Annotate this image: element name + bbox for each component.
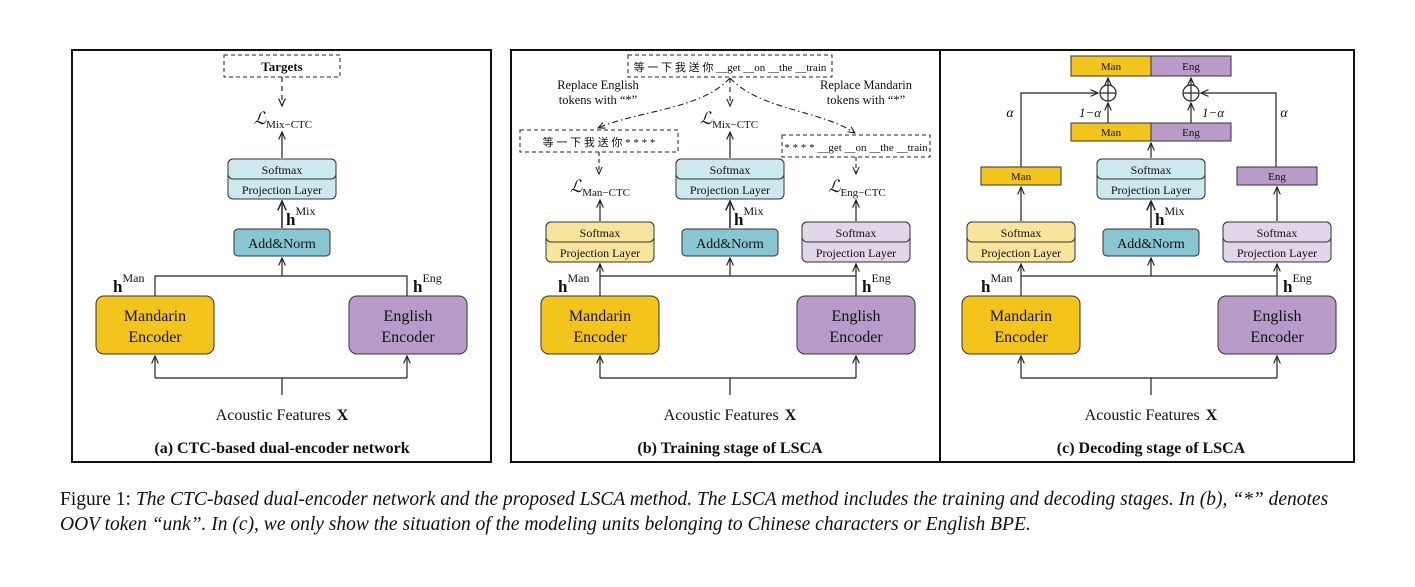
eng-output-bar (1236, 166, 1318, 186)
svg-text:Eng: Eng (1182, 61, 1200, 73)
svg-text:tokens with “*”: tokens with “*” (827, 93, 905, 107)
man-output-bar (980, 166, 1062, 186)
svg-text:Encoder: Encoder (829, 329, 883, 346)
svg-text:Softmax: Softmax (710, 163, 751, 177)
svg-text:Man: Man (1011, 171, 1032, 183)
caption-text: The CTC-based dual-encoder network and t… (60, 489, 1329, 535)
panel-c: Man Eng Man Eng 1−α 1−α α α Softmax Proj… (939, 49, 1355, 463)
english-encoder (348, 295, 468, 355)
h-man-c: hMan (981, 271, 1012, 296)
addnorm-label: Add&Norm (248, 237, 316, 252)
svg-text:Add&Norm: Add&Norm (1117, 237, 1185, 252)
addnorm-block (233, 228, 331, 257)
replace-mandarin-label: Replace Mandarin (820, 78, 913, 92)
mandarin-encoder (95, 295, 215, 355)
svg-text:Projection Layer: Projection Layer (560, 246, 640, 260)
svg-text:Encoder: Encoder (573, 329, 627, 346)
svg-text:Mandarin: Mandarin (124, 308, 186, 325)
h-man-b: hMan (558, 271, 589, 296)
svg-text:Projection Layer: Projection Layer (816, 246, 896, 260)
softmax-label: Softmax (262, 163, 303, 177)
h-man: hMan (113, 271, 144, 296)
panel-b-title: (b) Training stage of LSCA (637, 440, 823, 457)
svg-text:Mandarin: Mandarin (990, 308, 1052, 325)
replace-english-label: Replace English (557, 78, 639, 92)
svg-text:English: English (384, 308, 433, 325)
projection-label: Projection Layer (242, 183, 322, 197)
svg-text:Softmax: Softmax (836, 226, 877, 240)
addnorm-block-b (681, 228, 779, 257)
loss-mix-ctc: ℒMix−CTC (254, 109, 312, 131)
loss-mix-ctc-b: ℒMix−CTC (700, 109, 758, 131)
mandarin-encoder-b (540, 295, 660, 355)
panel-b: 等 一 下 我 送 你 __get __on __the __train Rep… (510, 49, 941, 463)
svg-text:Softmax: Softmax (1257, 226, 1298, 240)
h-mix-b: hMix (734, 204, 763, 229)
figure-caption: Figure 1: The CTC-based dual-encoder net… (60, 487, 1360, 537)
targets-label: Targets (261, 59, 302, 74)
svg-text:Encoder: Encoder (994, 329, 1048, 346)
h-eng-c: hEng (1283, 271, 1312, 296)
svg-text:tokens with “*”: tokens with “*” (559, 93, 637, 107)
svg-text:Projection Layer: Projection Layer (981, 246, 1061, 260)
panel-a-frame (71, 49, 492, 463)
svg-text:Projection Layer: Projection Layer (1237, 246, 1317, 260)
alpha-left: α (1006, 106, 1014, 121)
svg-text:Encoder: Encoder (1250, 329, 1304, 346)
loss-eng-ctc: ℒEng−CTC (828, 177, 886, 199)
svg-text:Softmax: Softmax (580, 226, 621, 240)
man-sequence: 等 一 下 我 送 你 * * * * (543, 135, 656, 149)
top-sequence-box (627, 54, 833, 78)
alpha-right: α (1280, 106, 1288, 121)
english-encoder-b (796, 295, 916, 355)
svg-text:Softmax: Softmax (1001, 226, 1042, 240)
mandarin-encoder-c (961, 295, 1081, 355)
svg-text:English: English (1253, 308, 1302, 325)
h-mix: hMix (286, 204, 315, 229)
svg-text:Encoder: Encoder (381, 329, 435, 346)
svg-text:Projection Layer: Projection Layer (1111, 183, 1191, 197)
top-eng-bar (1150, 55, 1232, 77)
panel-c-title: (c) Decoding stage of LSCA (1057, 440, 1246, 457)
svg-text:Encoder: Encoder (128, 329, 182, 346)
caption-label: Figure 1: (60, 489, 136, 510)
svg-text:Eng: Eng (1268, 171, 1286, 183)
addnorm-block-c (1102, 228, 1200, 257)
top-sequence: 等 一 下 我 送 你 __get __on __the __train (634, 60, 827, 74)
svg-text:Eng: Eng (1182, 127, 1200, 139)
eng-sequence: * * * * __get __on __the __train (784, 142, 928, 154)
svg-text:Projection Layer: Projection Layer (690, 183, 770, 197)
eng-sequence-box (781, 134, 931, 158)
svg-text:English: English (832, 308, 881, 325)
english-encoder-c (1217, 295, 1337, 355)
svg-text:Man: Man (1101, 127, 1122, 139)
panel-a: Targets ℒMix−CTC Softmax Projection Laye… (71, 49, 492, 463)
panel-c-frame (939, 49, 1355, 463)
h-eng-b: hEng (862, 271, 891, 296)
one-minus-alpha-left: 1−α (1079, 105, 1102, 120)
h-mix-c: hMix (1155, 204, 1184, 229)
h-eng: hEng (413, 271, 442, 296)
svg-text:Add&Norm: Add&Norm (696, 237, 764, 252)
loss-man-ctc: ℒMan−CTC (570, 177, 630, 199)
panel-a-title: (a) CTC-based dual-encoder network (154, 440, 409, 457)
one-minus-alpha-right: 1−α (1202, 105, 1225, 120)
svg-text:Softmax: Softmax (1131, 163, 1172, 177)
svg-text:Man: Man (1101, 61, 1122, 73)
svg-text:Mandarin: Mandarin (569, 308, 631, 325)
